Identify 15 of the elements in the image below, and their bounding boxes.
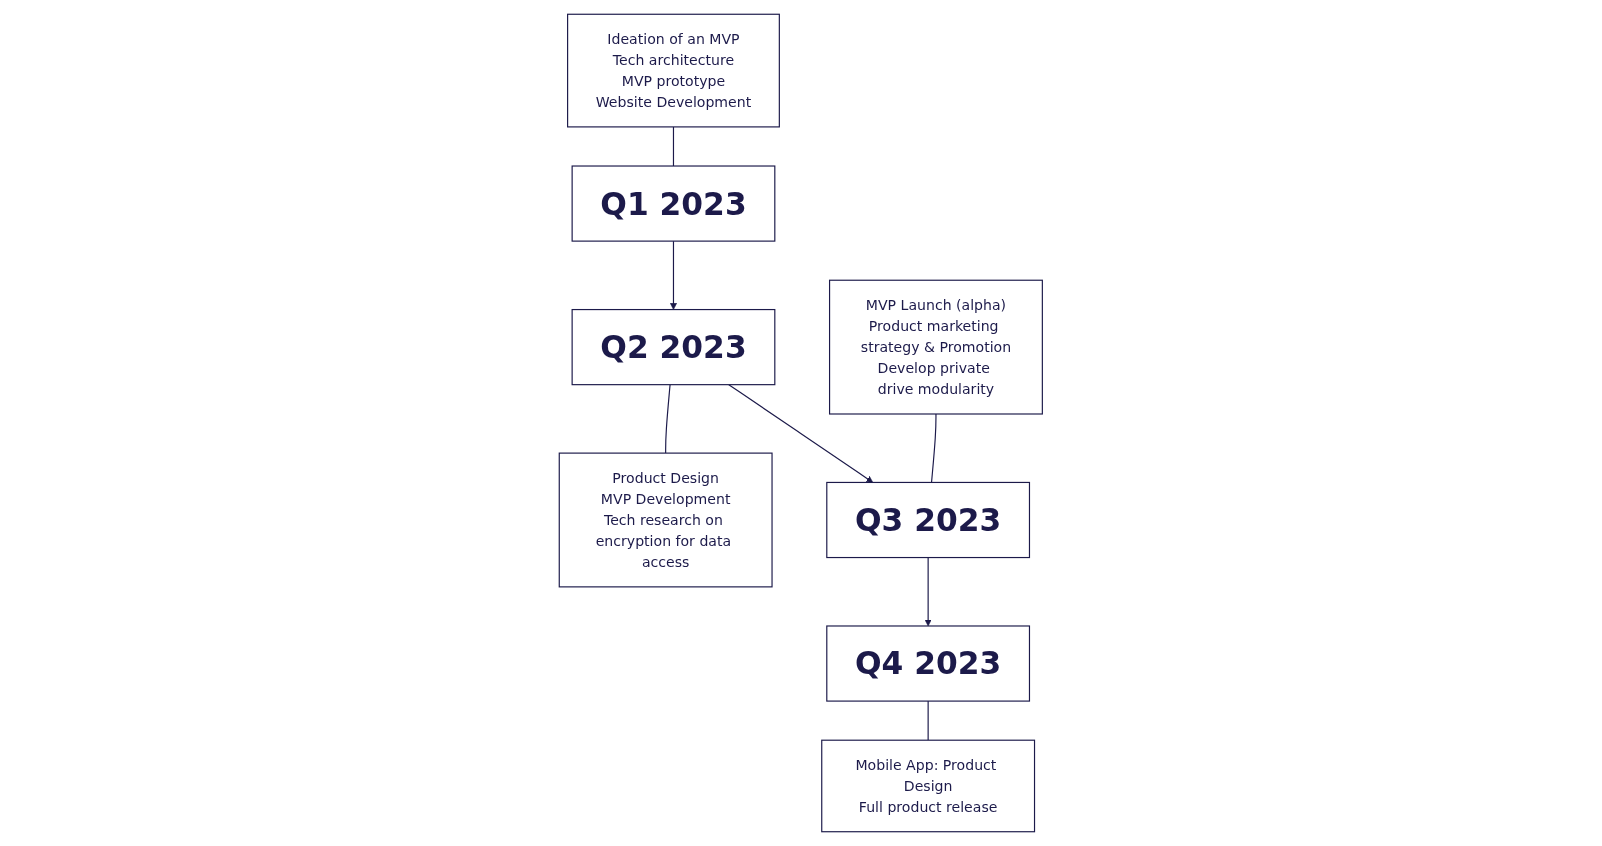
connector (927, 700, 929, 741)
connector (665, 384, 671, 454)
node-box: Q2 2023 (571, 308, 776, 386)
node-box: Q1 2023 (571, 165, 776, 242)
node-box: Product Design MVP Development Tech research on encryption for data access (558, 452, 773, 588)
connector (673, 126, 675, 167)
arrow (924, 556, 932, 627)
node-box: MVP Launch (alpha) Product marketing strategy & Promotion Develop private drive modularity (829, 279, 1044, 415)
node-box: Ideation of an MVP Tech architecture MVP prototype Website Development (567, 13, 781, 128)
connector (931, 413, 937, 484)
node-box: Q3 2023 (826, 481, 1031, 559)
arrow (670, 240, 678, 310)
node-box: Mobile App: Product Design Full product release (821, 739, 1036, 833)
arrow (728, 384, 874, 483)
node-box: Q4 2023 (826, 625, 1031, 702)
